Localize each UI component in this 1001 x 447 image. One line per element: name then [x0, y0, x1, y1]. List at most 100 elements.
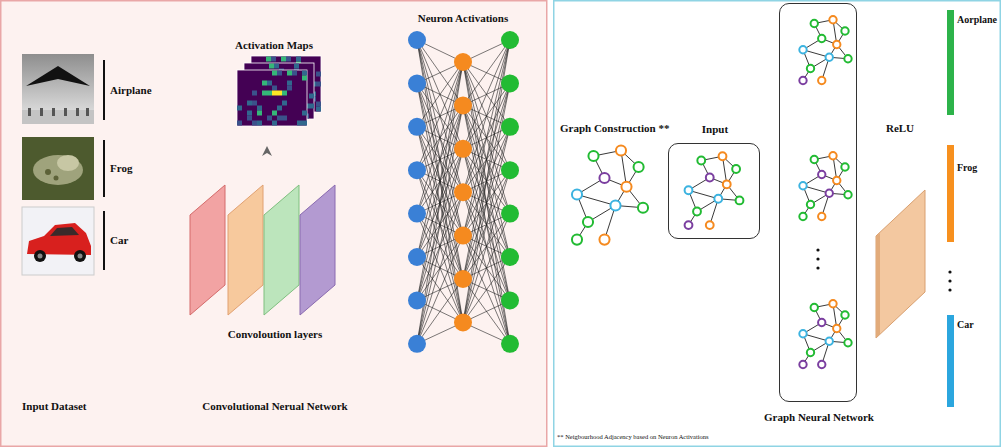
synapse — [463, 105, 510, 343]
conv-layer — [300, 185, 335, 315]
synapse — [417, 105, 463, 343]
layer-title: Activation Maps — [235, 39, 313, 52]
graph-illustration — [799, 152, 851, 220]
graph-vertex — [826, 338, 833, 345]
image-frame — [22, 54, 94, 124]
graph-vertex — [714, 195, 722, 203]
car-wheel — [34, 250, 46, 262]
map-cell — [316, 72, 321, 77]
graph-illustration — [572, 145, 648, 244]
graph-vertex — [634, 162, 644, 172]
image-frame — [22, 137, 94, 200]
graph-vertex — [807, 201, 814, 208]
map-cell — [277, 106, 282, 111]
synapse — [417, 149, 463, 344]
graph-vertex — [811, 156, 818, 163]
pier-post — [28, 108, 31, 116]
map-cell — [237, 106, 242, 111]
graph-vertex — [599, 235, 609, 245]
ellipsis-dot — [948, 288, 951, 291]
graph-vertex — [818, 171, 825, 178]
map-cell — [302, 121, 307, 126]
map-cell — [282, 91, 287, 96]
pier-post — [52, 108, 55, 116]
ellipsis-dot — [816, 266, 819, 269]
map-cell — [294, 64, 299, 69]
map-cell — [257, 106, 262, 111]
conv-layer — [264, 185, 299, 315]
layer-title: ReLU — [886, 122, 914, 135]
label-bar — [103, 211, 105, 270]
graph-vertex — [610, 200, 620, 210]
frog-image — [22, 137, 94, 200]
neuron — [454, 183, 472, 201]
gnn-stack-box: Graph Neural Network — [779, 3, 857, 402]
graph-vertex — [818, 77, 825, 84]
graph-vertex — [685, 221, 693, 229]
synapse — [463, 257, 510, 322]
class-label: Airplane — [110, 84, 152, 97]
pointer-arrow — [262, 146, 272, 156]
synapse — [463, 127, 510, 323]
class-score-bar — [947, 10, 954, 115]
pier-post — [86, 108, 89, 116]
ellipsis-dot — [816, 248, 819, 251]
map-cell — [257, 121, 262, 126]
synapse — [417, 40, 463, 105]
car-hub — [78, 254, 83, 259]
map-cell — [277, 71, 282, 76]
neuron — [408, 335, 426, 353]
map-cell — [287, 71, 292, 76]
neuron — [501, 335, 519, 353]
neuron — [454, 227, 472, 245]
synapse — [417, 40, 463, 236]
synapse — [463, 149, 510, 344]
class-score-bar — [947, 315, 954, 407]
map-cell — [272, 86, 277, 91]
class-label: Car — [110, 234, 128, 247]
map-cell — [267, 116, 272, 121]
box-heading: Input — [702, 123, 728, 136]
graph-vertex — [811, 304, 818, 311]
neuron — [408, 31, 426, 49]
map-cell — [302, 71, 307, 76]
frog-spot — [45, 169, 51, 175]
synapse — [417, 62, 463, 300]
map-cell — [302, 111, 307, 116]
map-cell — [287, 81, 292, 86]
graph-vertex — [841, 311, 848, 318]
airplane-image — [22, 54, 94, 124]
map-cell — [272, 71, 277, 76]
map-cell — [269, 64, 274, 69]
graph-illustration — [685, 152, 744, 229]
graph-vertex — [583, 217, 593, 227]
graph-vertex — [844, 191, 851, 198]
map-cell — [286, 57, 291, 62]
label-bar — [103, 60, 105, 120]
frog-body — [33, 155, 83, 185]
map-cell — [252, 91, 257, 96]
graph-vertex — [693, 208, 701, 216]
neuron — [408, 161, 426, 179]
neuron — [501, 74, 519, 92]
graph-vertex — [616, 145, 626, 155]
graph-vertex — [844, 339, 851, 346]
map-cell — [296, 57, 301, 62]
synapse — [417, 40, 463, 279]
graph-vertex — [588, 151, 598, 161]
graph-vertex — [833, 41, 840, 48]
graph-vertex — [621, 182, 631, 192]
graph-vertex — [723, 180, 731, 188]
graph-vertex — [844, 55, 851, 62]
map-cell — [262, 91, 267, 96]
graph-vertex — [706, 174, 714, 182]
relu-layer — [876, 190, 925, 338]
class-score-bar — [947, 145, 954, 242]
map-cell — [316, 102, 321, 107]
graph-vertex — [818, 35, 825, 42]
synapse — [463, 40, 510, 279]
footnote: ** Neigbourhood Adjacency based on Neuro… — [557, 433, 709, 440]
graph-vertex — [826, 190, 833, 197]
gnn-panel — [554, 1, 1001, 447]
synapse — [463, 279, 510, 344]
